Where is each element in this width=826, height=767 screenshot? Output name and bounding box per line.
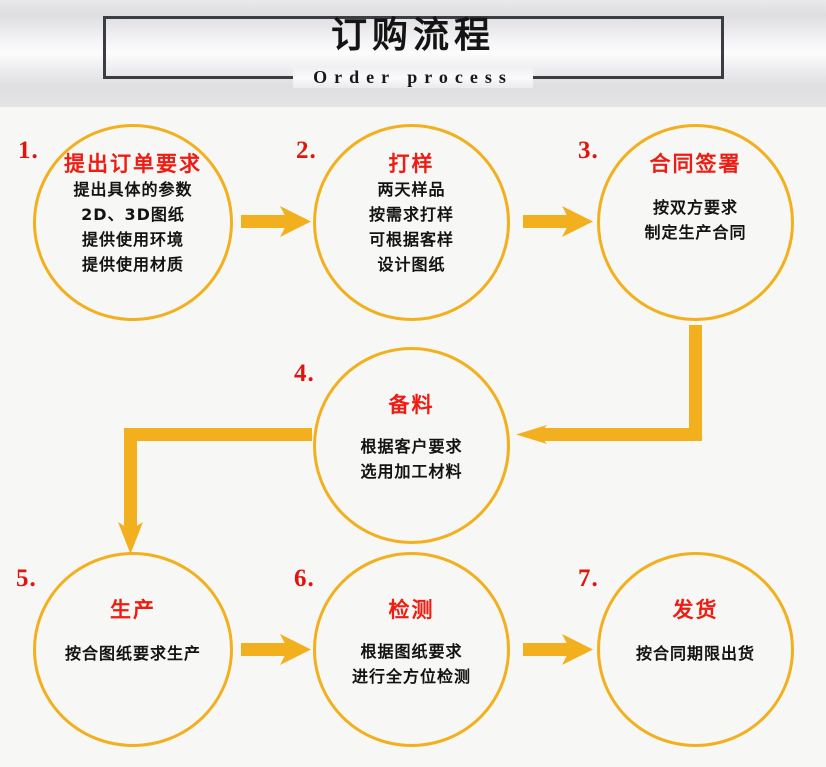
step-body-6: 根据图纸要求 进行全方位检测	[352, 639, 471, 689]
step-body-line: 根据图纸要求	[360, 642, 463, 661]
step-body-line: 按合同期限出货	[635, 644, 755, 663]
step-index-3: 3.	[578, 137, 599, 164]
connector-layer	[118, 206, 702, 665]
step-title-6: 检测	[388, 598, 435, 622]
flow-canvas: 1. 提出订单要求 提出具体的参数 2D、3D图纸 提供使用环境 提供使用材质 …	[0, 107, 826, 767]
step-title-1: 提出订单要求	[64, 152, 202, 176]
step-node-1[interactable]: 提出订单要求 提出具体的参数 2D、3D图纸 提供使用环境 提供使用材质	[33, 124, 233, 321]
arrow-5-to-6-icon	[241, 634, 311, 665]
step-node-7[interactable]: 发货 按合同期限出货	[597, 552, 794, 747]
step-node-4[interactable]: 备料 根据客户要求 选用加工材料	[313, 347, 510, 544]
step-body-line: 制定生产合同	[644, 223, 747, 242]
step-body-5: 按合图纸要求生产	[65, 641, 201, 666]
step-body-line: 设计图纸	[377, 255, 446, 274]
step-index-4: 4.	[294, 360, 315, 387]
step-body-4: 根据客户要求 选用加工材料	[360, 434, 462, 484]
step-body-line: 按合图纸要求生产	[64, 644, 201, 663]
page-subtitle: Order process	[293, 66, 533, 88]
step-node-6[interactable]: 检测 根据图纸要求 进行全方位检测	[313, 552, 510, 747]
step-index-2: 2.	[296, 137, 317, 164]
step-body-line: 进行全方位检测	[351, 667, 471, 686]
step-body-line: 两天样品	[377, 180, 446, 199]
subtitle-row: Order process	[0, 62, 826, 92]
step-body-line: 2D、3D图纸	[81, 205, 185, 224]
step-body-line: 按双方要求	[652, 198, 738, 217]
arrow-4-to-5-icon	[118, 428, 312, 554]
step-index-6: 6.	[294, 565, 315, 592]
arrow-2-to-3-icon	[523, 206, 593, 237]
header-band: 订购流程 Order process	[0, 0, 826, 107]
step-node-5[interactable]: 生产 按合图纸要求生产	[33, 552, 233, 747]
arrow-6-to-7-icon	[523, 634, 593, 665]
step-title-5: 生产	[110, 598, 156, 622]
step-body-line: 按需求打样	[368, 205, 454, 224]
step-body-line: 提供使用材质	[81, 255, 184, 274]
step-title-2: 打样	[388, 152, 435, 176]
step-body-3: 按双方要求 制定生产合同	[644, 195, 746, 245]
step-node-3[interactable]: 合同签署 按双方要求 制定生产合同	[597, 124, 794, 321]
step-title-7: 发货	[672, 598, 719, 622]
page-title: 订购流程	[330, 15, 495, 56]
step-title-3: 合同签署	[649, 152, 742, 176]
step-body-7: 按合同期限出货	[636, 641, 755, 666]
arrow-3-to-4-icon	[516, 325, 702, 444]
arrow-1-to-2-icon	[241, 206, 311, 237]
step-index-7: 7.	[578, 565, 599, 592]
step-index-1: 1.	[18, 137, 39, 164]
step-body-line: 可根据客样	[368, 230, 454, 249]
step-index-5: 5.	[16, 565, 37, 592]
step-body-line: 选用加工材料	[360, 462, 463, 481]
step-body-2: 两天样品 按需求打样 可根据客样 设计图纸	[369, 177, 454, 277]
step-body-line: 提供使用环境	[81, 230, 184, 249]
step-body-line: 根据客户要求	[360, 437, 463, 456]
step-body-1: 提出具体的参数 2D、3D图纸 提供使用环境 提供使用材质	[73, 177, 192, 277]
step-title-4: 备料	[388, 393, 435, 417]
step-body-line: 提出具体的参数	[73, 180, 193, 199]
step-node-2[interactable]: 打样 两天样品 按需求打样 可根据客样 设计图纸	[313, 124, 510, 321]
